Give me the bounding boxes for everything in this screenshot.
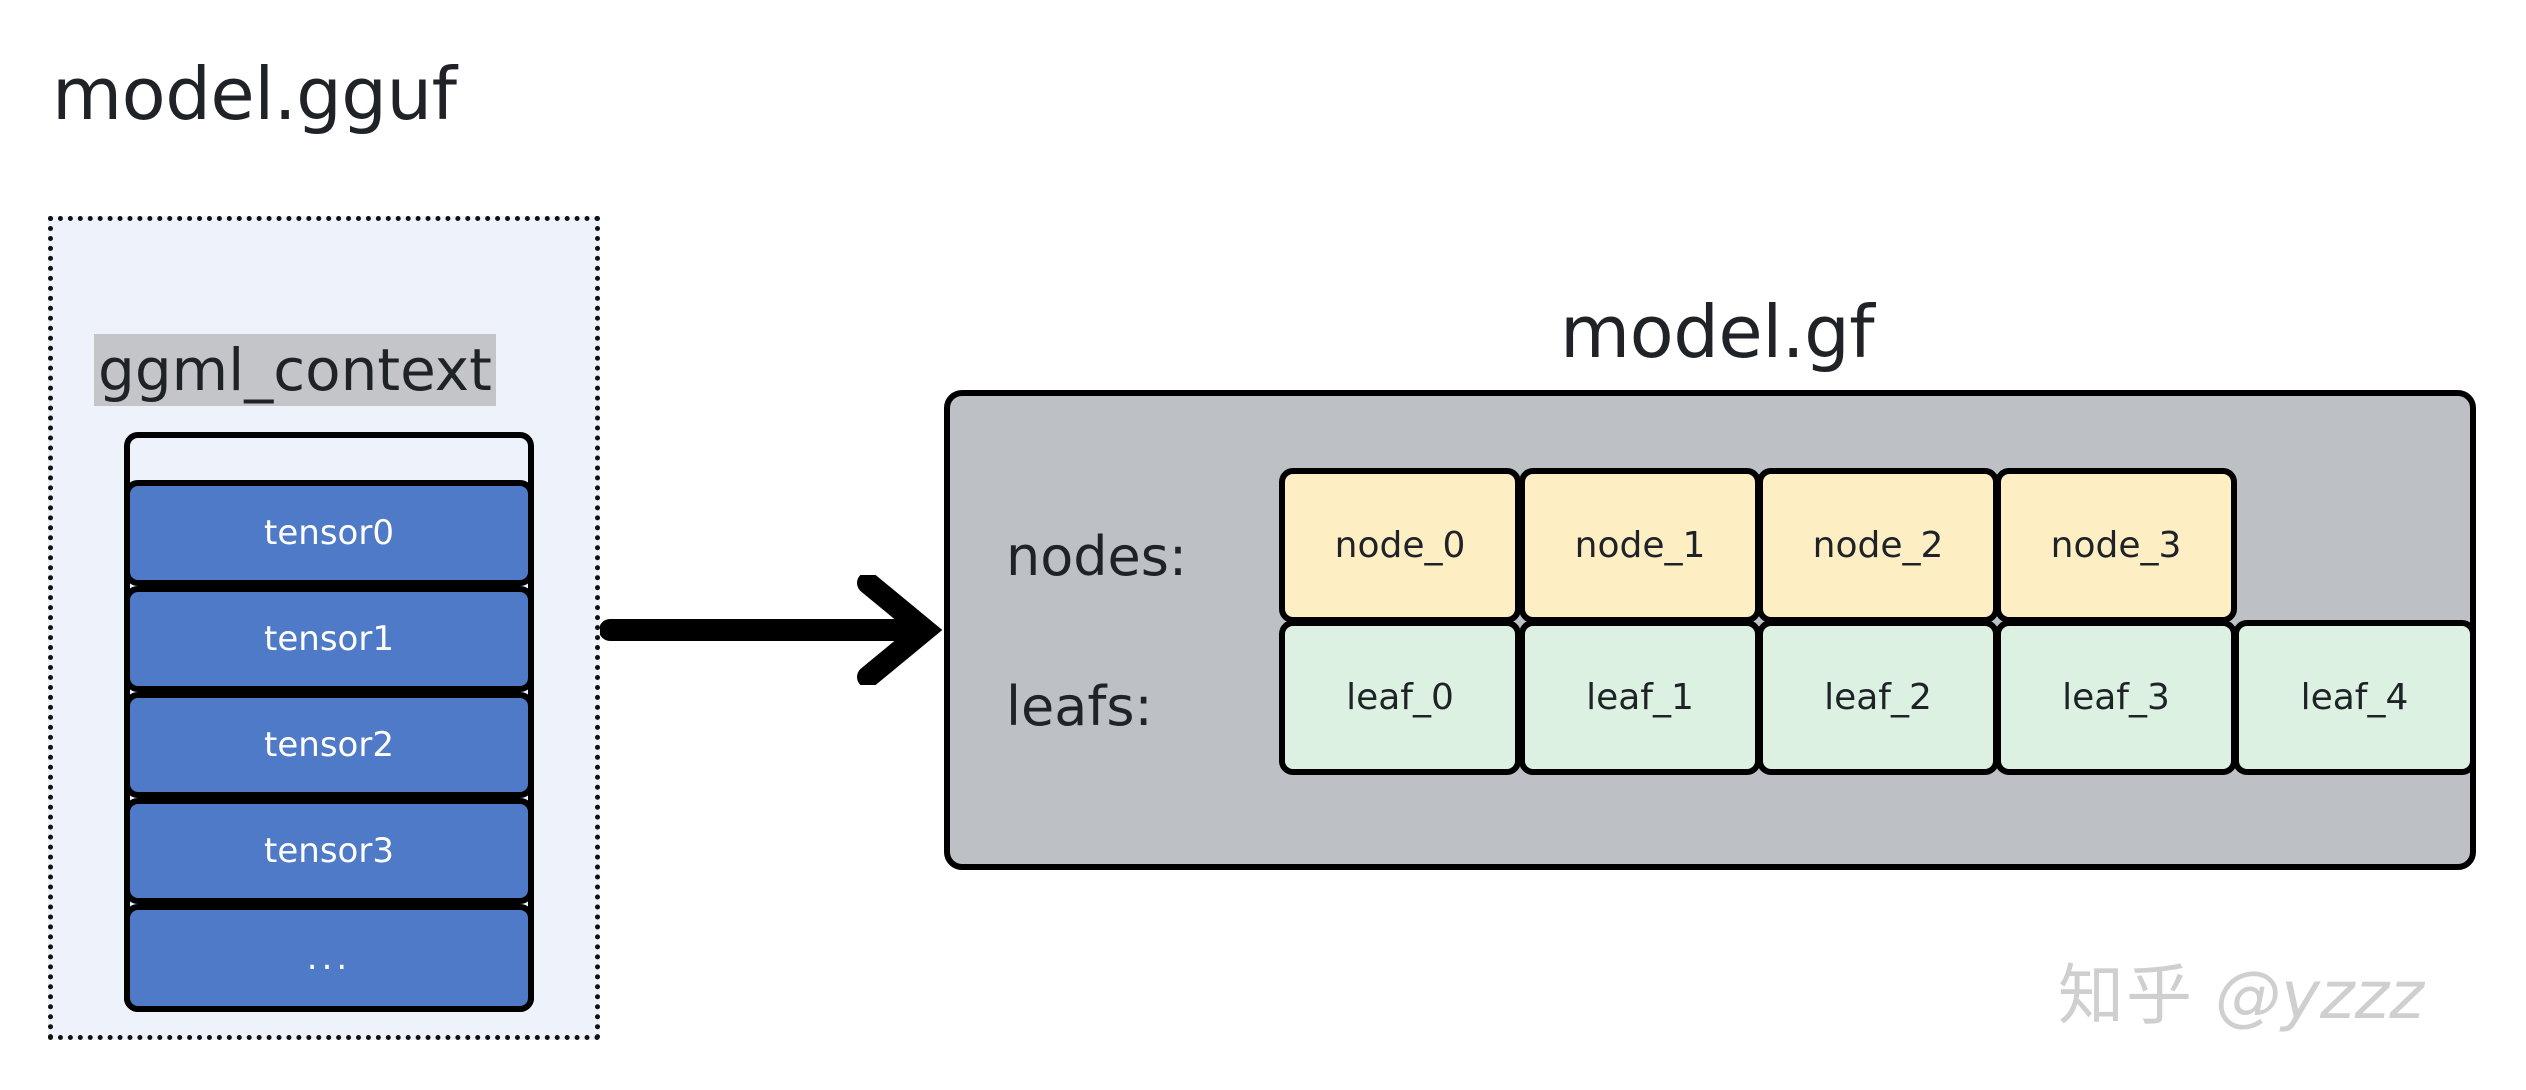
tensor-item-ellipsis: ... <box>124 904 534 1012</box>
tensor-item: tensor3 <box>124 798 534 904</box>
node-cell-label: node_2 <box>1812 525 1944 566</box>
leaf-cell-label: leaf_0 <box>1346 677 1454 718</box>
tensor-item-label: tensor1 <box>264 619 394 659</box>
right-arrow-icon <box>600 575 943 685</box>
tensor-item: tensor1 <box>124 586 534 692</box>
leaf-cell-label: leaf_1 <box>1586 677 1694 718</box>
tensor-item: tensor0 <box>124 480 534 586</box>
leaf-cell: leaf_3 <box>1995 620 2237 775</box>
leaf-cell: leaf_1 <box>1519 620 1761 775</box>
node-cell: node_0 <box>1279 468 1521 623</box>
watermark-site-name: 知乎 <box>2058 957 2194 1034</box>
watermark: 知乎 @yzzz <box>2058 942 2424 1038</box>
node-cell: node_1 <box>1519 468 1761 623</box>
tensor-item-label: tensor2 <box>264 725 394 765</box>
tensor-item-label: tensor3 <box>264 831 394 871</box>
gf-graph-title: model.gf <box>1560 290 1875 374</box>
leaf-cell-label: leaf_3 <box>2062 677 2170 718</box>
leafs-row-label: leafs: <box>1006 675 1153 738</box>
tensor-item: tensor2 <box>124 692 534 798</box>
node-cell-label: node_1 <box>1574 525 1706 566</box>
node-cell-label: node_0 <box>1334 525 1466 566</box>
node-cell: node_3 <box>1995 468 2237 623</box>
gguf-file-title: model.gguf <box>52 52 457 136</box>
leaf-cell: leaf_2 <box>1757 620 1999 775</box>
ggml-context-label: ggml_context <box>94 334 496 406</box>
node-cell-label: node_3 <box>2050 525 2182 566</box>
watermark-handle: @yzzz <box>2214 957 2424 1034</box>
leaf-cell: leaf_4 <box>2233 620 2476 775</box>
nodes-row-label: nodes: <box>1006 525 1188 588</box>
leaf-cell-label: leaf_4 <box>2300 677 2409 718</box>
node-cell: node_2 <box>1757 468 1999 623</box>
leaf-cell-label: leaf_2 <box>1824 677 1932 718</box>
tensor-item-label: tensor0 <box>264 513 394 553</box>
leaf-cell: leaf_0 <box>1279 620 1521 775</box>
tensor-item-label: ... <box>306 938 352 978</box>
